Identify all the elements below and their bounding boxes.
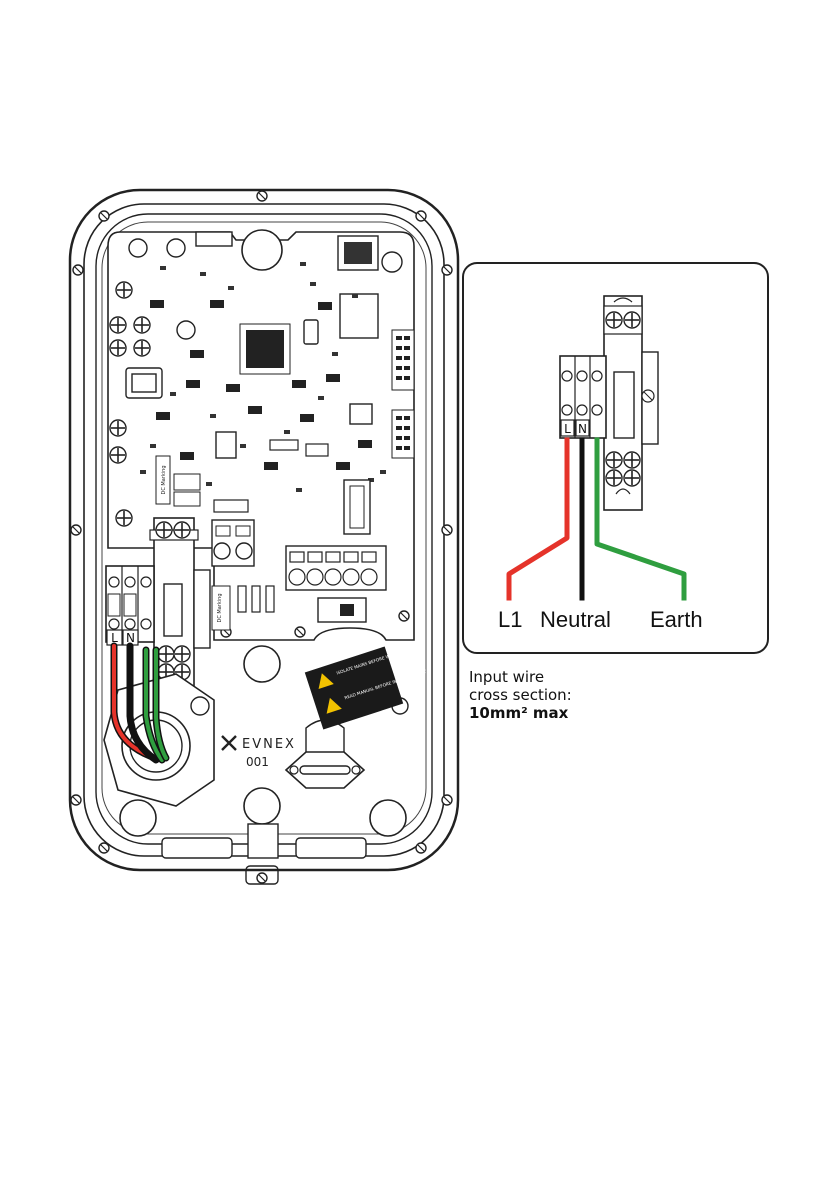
note-line-2: cross section:: [469, 686, 689, 704]
rim-screw-icon: [442, 265, 452, 275]
isolator-screw-icon: [174, 522, 190, 538]
inset-screw-icon: [606, 452, 622, 468]
wire-label-earth: Earth: [650, 607, 703, 632]
rim-screw-icon: [416, 843, 426, 853]
wire-label-l1: L1: [498, 607, 522, 632]
isolator-screw-icon: [174, 646, 190, 662]
board-screw-icon: [110, 317, 126, 333]
wire-label-neutral: Neutral: [540, 607, 611, 632]
board-screw-icon: [110, 340, 126, 356]
inset-screw-icon: [624, 452, 640, 468]
rim-screw-icon: [73, 265, 83, 275]
inset-terminal-label-n: N: [578, 422, 587, 436]
inset-screw-icon: [624, 470, 640, 486]
note-line-3: 10mm² max: [469, 704, 689, 722]
board-screw-icon: [399, 611, 409, 621]
model-code: 001: [246, 755, 269, 769]
board-screw-icon: [116, 510, 132, 526]
inset-terminal-block: L N: [560, 356, 606, 438]
rim-screw-icon: [71, 525, 81, 535]
board-screw-icon: [110, 447, 126, 463]
rim-screw-icon: [416, 211, 426, 221]
inset-screw-icon: [606, 470, 622, 486]
board-screw-icon: [295, 627, 305, 637]
rim-screw-icon: [71, 795, 81, 805]
rim-screw-icon: [99, 843, 109, 853]
board-screw-icon: [116, 282, 132, 298]
board-screw-icon: [134, 317, 150, 333]
rim-screw-icon: [442, 795, 452, 805]
rim-screw-icon: [442, 525, 452, 535]
inset-screw-icon: [606, 312, 622, 328]
wire-size-note: Input wire cross section: 10mm² max: [469, 668, 689, 722]
rim-screw-icon: [257, 191, 267, 201]
dc-marking-label-2: DC Marking: [217, 594, 223, 623]
detail-inset: L N L1 Neutral Earth: [463, 263, 768, 653]
inset-screw-icon: [624, 312, 640, 328]
rim-screw-icon: [99, 211, 109, 221]
note-line-1: Input wire: [469, 668, 689, 686]
dc-marking-label: DC Marking: [161, 466, 167, 495]
input-terminal-block: L N: [106, 566, 154, 645]
isolator-screw-icon: [158, 646, 174, 662]
inset-terminal-label-l: L: [564, 422, 571, 436]
brand-name: EVNEX: [242, 737, 296, 752]
rim-screw-icon: [257, 873, 267, 883]
board-screw-icon: [134, 340, 150, 356]
board-screw-icon: [110, 420, 126, 436]
isolator-screw-icon: [156, 522, 172, 538]
